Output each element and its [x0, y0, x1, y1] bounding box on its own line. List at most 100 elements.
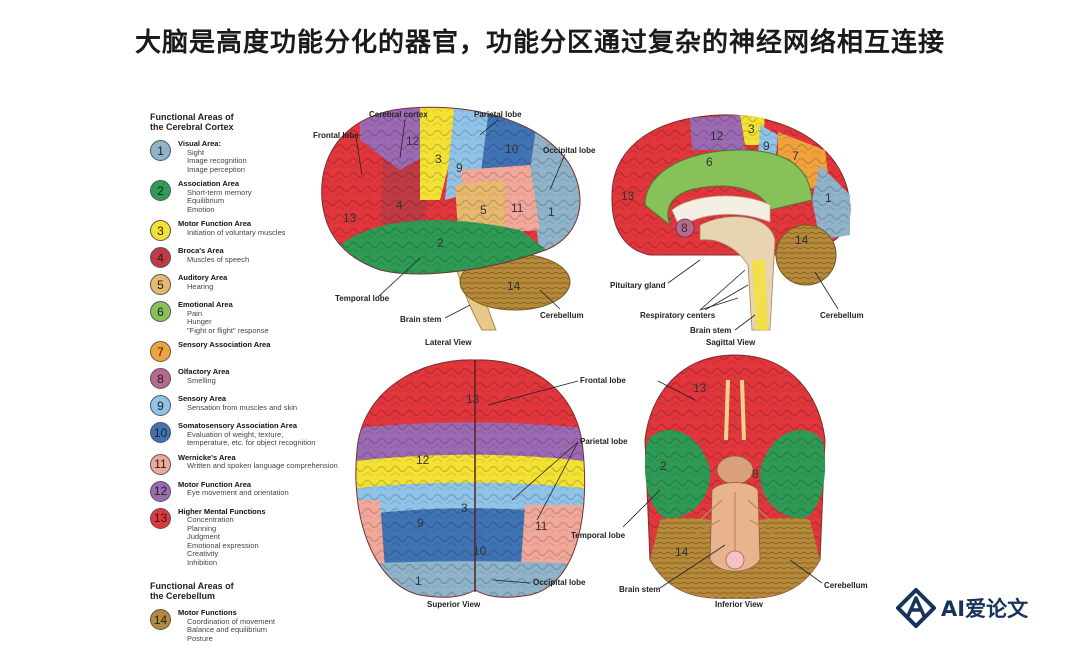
legend-area-name: Olfactory Area [178, 367, 230, 376]
sag-area-label-3: 3 [748, 122, 755, 136]
label-cerebral-cortex: Cerebral cortex [369, 110, 428, 119]
legend-area-detail: Initiation of voluntary muscles [187, 227, 286, 237]
logo-text: AI爱论文 [941, 597, 1029, 621]
legend-area-name: Visual Area: [178, 139, 221, 148]
legend-area-detail: "Fight or flight" response [187, 325, 269, 335]
legend-number-badge: 5 [150, 274, 171, 295]
area-label-9: 9 [456, 161, 463, 175]
legend-area-detail: Short-term memory [187, 187, 252, 197]
legend-number-badge: 12 [150, 480, 171, 502]
sag-area-label-7: 7 [792, 149, 799, 163]
legend-number-badge: 4 [150, 247, 171, 268]
area-label-3: 3 [435, 152, 442, 166]
area-label-12: 12 [406, 134, 420, 148]
area-label-10: 10 [505, 142, 519, 156]
legend-heading-cerebellum: Functional Areas of the Cerebellum [150, 581, 350, 601]
legend-area-detail: Image recognition [187, 156, 247, 165]
legend-area-detail: Pain [187, 308, 203, 318]
legend-area-detail: Emotion [187, 204, 215, 214]
legend-area-detail: Creativity [187, 549, 219, 558]
legend-number-badge: 3 [150, 220, 171, 241]
legend-area-name: Somatosensory Association Area [178, 421, 298, 430]
sag-area-label-8: 8 [681, 221, 688, 235]
legend-heading-line: the Cerebellum [150, 591, 216, 601]
caption-inferior-view: Inferior View [715, 600, 764, 609]
legend-area-detail: Inhibition [187, 557, 218, 567]
label-temporal-lobe-lateral: Temporal lobe [335, 294, 390, 303]
area-label-5: 5 [480, 203, 487, 217]
sag-area-label-9: 9 [763, 139, 770, 153]
legend-number-badge: 9 [150, 395, 171, 416]
sup-area-label-1: 1 [415, 574, 422, 588]
label-occipital-lobe-lateral: Occipital lobe [543, 146, 596, 155]
sup-area-label-10: 10 [473, 544, 487, 558]
area-label-14: 14 [507, 279, 521, 293]
label-cerebellum-inferior: Cerebellum [824, 581, 868, 590]
legend-area-name: Wernicke's Area [178, 452, 236, 462]
legend-area-detail: Concentration [187, 515, 234, 524]
sup-area-label-13: 13 [466, 392, 480, 406]
legend-area-detail: Muscles of speech [187, 254, 250, 264]
legend-item-text: Sensory Association Area [178, 340, 270, 350]
label-occipital-lobe-superior: Occipital lobe [533, 578, 586, 587]
legend-area-detail: Planning [187, 523, 217, 533]
area-label-11: 11 [511, 201, 524, 215]
label-brain-stem-lateral: Brain stem [400, 315, 441, 324]
label-respiratory-centers: Respiratory centers [640, 311, 716, 320]
legend-heading-cortex: Functional Areas of the Cerebral Cortex [150, 112, 350, 132]
legend-area-detail: Hearing [187, 281, 214, 291]
legend-number-badge: 13 [150, 507, 171, 529]
legend-area-detail: Sight [187, 147, 205, 157]
logo-mark-icon [896, 588, 936, 628]
legend: Functional Areas of the Cerebral Cortex … [150, 112, 350, 649]
legend-area-name: Association Area [178, 179, 239, 188]
label-cerebellum-lateral: Cerebellum [540, 311, 584, 320]
sup-area-label-3: 3 [461, 501, 468, 515]
legend-heading-line: Functional Areas of [150, 581, 234, 591]
brand-logo: AI爱论文 [896, 588, 1028, 628]
legend-area-detail: Evaluation of weight, texture, [187, 429, 284, 439]
legend-area-detail: Image perception [187, 164, 245, 174]
sag-area-label-12: 12 [710, 129, 724, 143]
sag-area-label-1: 1 [825, 191, 832, 205]
label-parietal-lobe-superior: Parietal lobe [580, 437, 628, 446]
sup-area-label-11: 11 [535, 519, 548, 533]
legend-area-name: Motor Function Area [178, 479, 252, 489]
sup-area-label-12: 12 [416, 453, 430, 467]
legend-area-detail: Smelling [187, 375, 216, 385]
caption-sagittal-view: Sagittal View [706, 338, 756, 347]
sag-area-label-14: 14 [795, 233, 809, 247]
area-label-4: 4 [396, 198, 403, 212]
label-cerebellum-sagittal: Cerebellum [820, 311, 864, 320]
area-label-1: 1 [548, 205, 555, 219]
superior-view: 13 12 3 9 11 10 1 Frontal lobe Parietal … [355, 359, 628, 609]
area-label-2: 2 [437, 236, 444, 250]
inf-area-label-14: 14 [675, 545, 689, 559]
label-brain-stem-sagittal: Brain stem [690, 326, 731, 335]
legend-number-badge: 11 [150, 453, 171, 475]
